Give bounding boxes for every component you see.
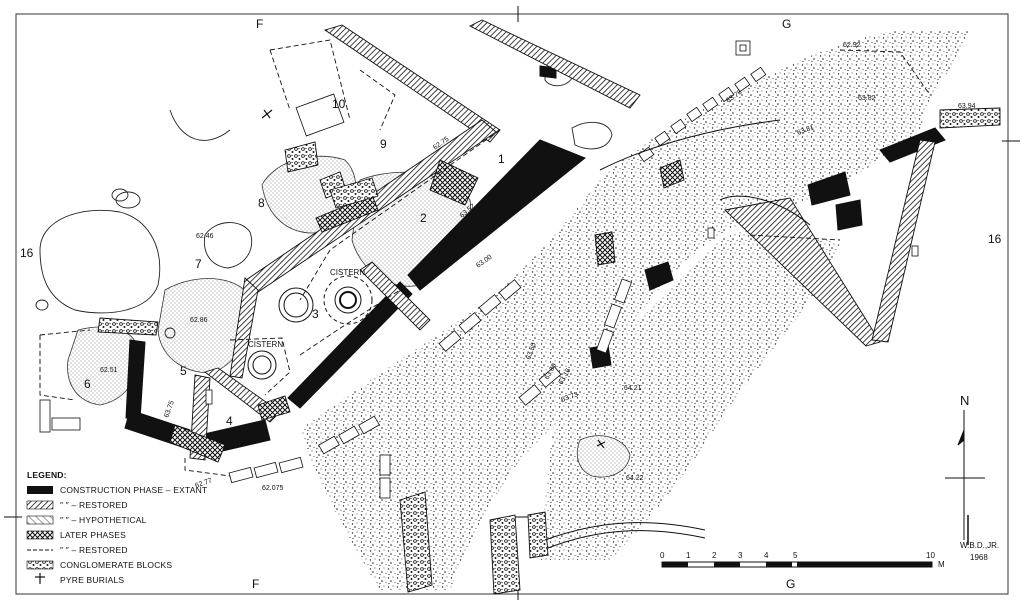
scale-tick: 4	[764, 551, 769, 560]
scale-tick: 5	[793, 551, 798, 560]
legend-item: ″ ″ – HYPOTHETICAL	[60, 515, 147, 525]
elevation: 62.86	[190, 317, 208, 324]
lower-stipple-area	[540, 228, 840, 561]
map-frame	[15, 13, 1009, 595]
room-number: 5	[180, 364, 187, 378]
scale-unit: M	[938, 560, 945, 569]
cistern-label: CISTERN	[330, 268, 365, 277]
grid-label-g-bottom: G	[786, 577, 795, 591]
scale-bar: 0 1 2 3 4 5 10 M	[660, 551, 945, 569]
scale-tick: 3	[738, 551, 743, 560]
elevation: 63.00	[475, 254, 493, 270]
elevation: 63.94	[958, 103, 976, 110]
scale-tick: 10	[926, 551, 935, 560]
cistern-label: CISTERN	[248, 340, 283, 349]
elevation: 63.82	[858, 95, 876, 102]
scale-tick: 1	[686, 551, 691, 560]
legend-swatch-conglomerate	[26, 560, 54, 570]
legend-item: LATER PHASES	[60, 530, 126, 540]
road-edges	[544, 119, 811, 549]
later-phase-walls	[169, 159, 685, 463]
room-number: 8	[258, 196, 265, 210]
extant-walls	[124, 65, 946, 456]
grid-label-g-top: G	[782, 17, 791, 31]
elevation: 62.075	[262, 485, 284, 492]
legend-item: CONSTRUCTION PHASE – EXTANT	[60, 485, 207, 495]
conglomerate-blocks	[97, 107, 1001, 595]
elevation: 62.51	[100, 367, 118, 374]
grid-label-f-bottom: F	[252, 577, 259, 591]
room-number: 9	[380, 137, 387, 151]
restored-outlines	[39, 39, 931, 477]
legend-item: ″ ″ – RESTORED	[60, 545, 128, 555]
boulders	[35, 63, 613, 339]
room-number: 10	[332, 97, 346, 111]
room-number: 2	[420, 211, 427, 225]
elevation: 63.75	[163, 400, 176, 419]
elevation: 62.92	[843, 42, 861, 49]
grid-label-16-right: 16	[988, 232, 1002, 246]
room-number: 3	[312, 307, 319, 321]
legend-swatch-hypothetical	[26, 515, 54, 525]
legend-item: CONGLOMERATE BLOCKS	[60, 560, 172, 570]
legend-item: ″ ″ – RESTORED	[60, 500, 128, 510]
legend: LEGEND: CONSTRUCTION PHASE – EXTANT ″ ″ …	[26, 470, 207, 585]
scale-tick: 0	[660, 551, 665, 560]
pyre-burial-symbols	[261, 109, 606, 449]
legend-title: LEGEND:	[27, 470, 67, 480]
masonry-blocks	[39, 40, 919, 499]
legend-item: PYRE BURIALS	[60, 575, 124, 585]
credit-author: W.B.D.,JR.	[960, 541, 999, 550]
room-number: 7	[195, 257, 202, 271]
cisterns	[247, 275, 373, 380]
legend-swatch-restored	[26, 500, 54, 510]
north-label: N	[960, 393, 969, 408]
legend-swatch-later	[26, 530, 54, 540]
room-number: 4	[226, 414, 233, 428]
elevation: 62.46	[196, 233, 214, 240]
scale-tick: 2	[712, 551, 717, 560]
grid-label-f-top: F	[256, 17, 263, 31]
elevation: 64.22	[626, 475, 644, 482]
room-number: 1	[498, 152, 505, 166]
legend-swatch-extant	[27, 486, 53, 494]
credit-year: 1968	[970, 553, 988, 562]
road-stipple-area	[300, 30, 970, 590]
legend-swatch-pyre	[35, 573, 45, 584]
room-numbers: 1 2 3 4 5 6 7 8 9 10	[84, 97, 505, 428]
north-arrow: N	[945, 393, 985, 545]
room-number: 6	[84, 377, 91, 391]
grid-label-16-left: 16	[20, 246, 34, 260]
elevation: 64.21	[624, 385, 642, 392]
